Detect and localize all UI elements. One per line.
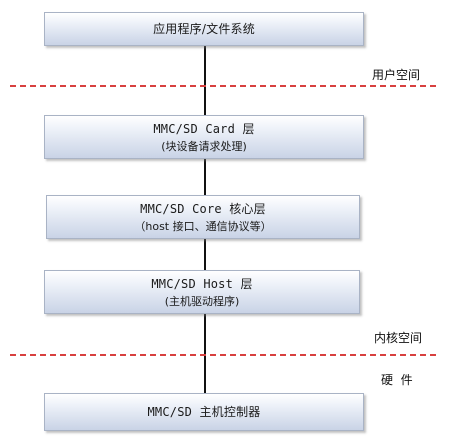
core-layer-title: MMC/SD Core 核心层 [140, 201, 266, 216]
connector-core-host [204, 239, 206, 270]
user-space-label: 用户空间 [372, 68, 421, 82]
core-layer-subtitle: （host 接口、通信协议等） [134, 219, 272, 233]
mmc-sd-card-layer-box: MMC/SD Card 层 (块设备请求处理) [44, 115, 364, 159]
user-kernel-boundary [10, 85, 436, 87]
connector-card-core [204, 159, 206, 195]
mmc-sd-host-layer-box: MMC/SD Host 层 (主机驱动程序) [44, 270, 360, 314]
application-filesystem-title: 应用程序/文件系统 [153, 22, 255, 36]
host-layer-subtitle: (主机驱动程序) [164, 294, 240, 308]
card-layer-subtitle: (块设备请求处理) [161, 139, 247, 153]
mmc-sd-host-controller-box: MMC/SD 主机控制器 [44, 393, 364, 431]
kernel-space-label: 内核空间 [374, 331, 423, 345]
mmc-sd-core-layer-box: MMC/SD Core 核心层 （host 接口、通信协议等） [46, 195, 360, 239]
hardware-label: 硬 件 [381, 373, 413, 387]
card-layer-title: MMC/SD Card 层 [153, 121, 255, 136]
kernel-hardware-boundary [10, 354, 436, 356]
connector-host-controller [204, 314, 206, 393]
connector-app-card [204, 46, 206, 115]
host-controller-title: MMC/SD 主机控制器 [147, 405, 261, 419]
application-filesystem-box: 应用程序/文件系统 [44, 12, 364, 46]
host-layer-title: MMC/SD Host 层 [151, 276, 253, 291]
